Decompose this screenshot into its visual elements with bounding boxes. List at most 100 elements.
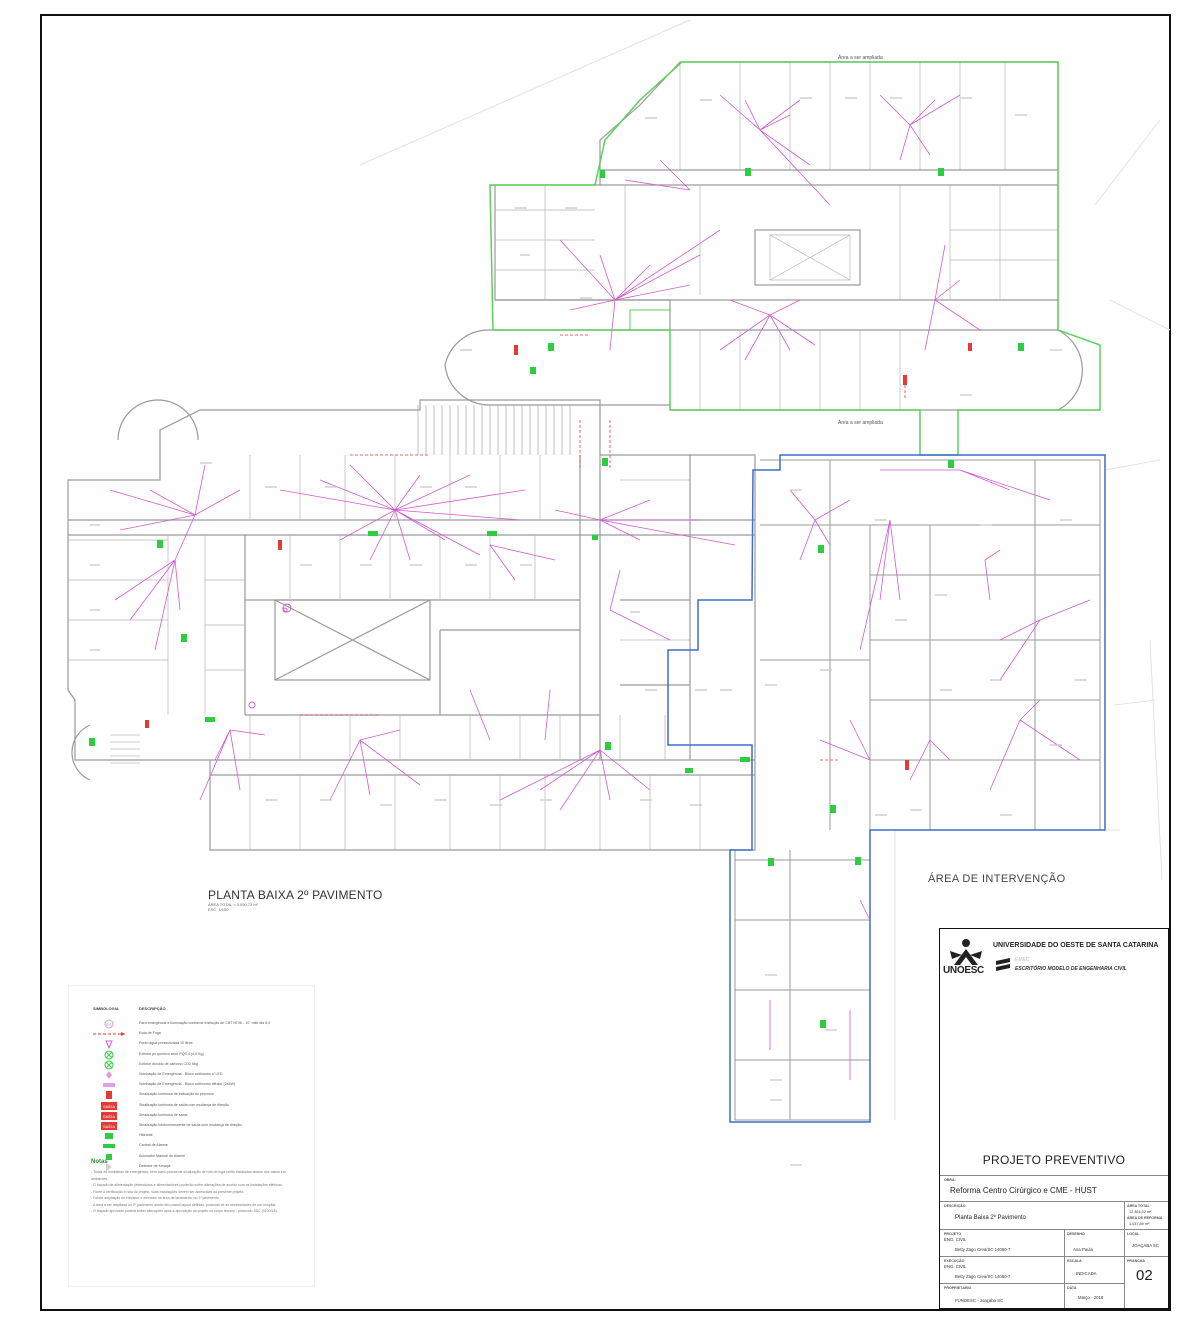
legend-item: Extintor dióxido de carbono CO2 6kg (89, 1060, 269, 1070)
room-labels (90, 97, 1087, 1166)
room-partitions (68, 455, 701, 850)
note-line: - A área a ser ampliada no 2º pavimento … (91, 1202, 277, 1207)
descricao-label: DESCRIÇÃO (944, 1204, 966, 1208)
expansion-area-outline (489, 61, 1101, 456)
proprietario-label: PROPRIETÁRIO (944, 1286, 972, 1290)
office-name: ESCRITÓRIO MODELO DE ENGENHARIA CIVIL (1015, 966, 1127, 972)
legend-item-description: Detector de fumaça (139, 1163, 171, 1168)
prancha-label: PRANCHA (1127, 1259, 1145, 1263)
legend-item-description: Extintor dióxido de carbono CO2 6kg (139, 1061, 198, 1066)
legend-item-description: Sinalização luminosa de saída com mudanç… (139, 1102, 229, 1107)
legend-item-description: Ponto água pressurizada 10 litros (139, 1041, 193, 1046)
legend-header-description: DESCRIPÇÃO (139, 1006, 166, 1011)
local-value: JOAÇABA SC (1132, 1243, 1159, 1248)
unoesc-wordmark: UNOESC (943, 965, 984, 976)
execucao-role: ENG. CIVIL (944, 1264, 967, 1269)
legend-panel: SIMBOLOGIA DESCRIPÇÃO ES Para emergência … (68, 985, 315, 1287)
legend-item: SAÍDA Sinalização luminosa de saída com m… (89, 1101, 269, 1111)
legend-item: SAÍDA Sinalização fotoluminescente de saí… (89, 1121, 269, 1131)
legend-item-description: Iluminação de Emergência - Bloco autônom… (139, 1082, 236, 1087)
plan-scale: ESC. 1/150 (208, 907, 229, 912)
emec-mark: EMEC (1015, 957, 1030, 963)
building-walls (67, 399, 756, 851)
legend-item: Hidrante (89, 1131, 269, 1141)
legend-item: Extintor pó químico seco PQS 4 (4,0 Kg) (89, 1050, 269, 1060)
escala-label: ESCALA (1067, 1259, 1082, 1263)
execucao-name: Betty Zago Crea/SC 14060-7 (955, 1274, 1011, 1279)
emergency-light-block-icon (89, 1080, 129, 1090)
notes-text: - Todas as luminárias de emergência, bem… (91, 1169, 291, 1215)
projeto-role: ENG. CIVIL (944, 1237, 967, 1242)
descricao-value: Planta Baixa 2º Pavimento (955, 1215, 1026, 1221)
emec-logo-icon (996, 958, 1010, 971)
legend-item-description: Para emergência e iluminação conforme in… (139, 1021, 271, 1025)
proprietario-value: FUNOESC - Joaçaba SC (955, 1298, 1004, 1303)
legend-item: Sinalização luminosa de indicação do per… (89, 1090, 269, 1100)
escala-value: INDICADA (1076, 1271, 1097, 1276)
expansion-area-notch (629, 309, 670, 330)
legend-header-symbol: SIMBOLOGIA (93, 1006, 119, 1011)
legend-item-description: Extintor pó químico seco PQS 4 (4,0 Kg) (139, 1051, 204, 1056)
emergency-light-led-icon (89, 1070, 129, 1080)
upper-wing-walls (444, 61, 1083, 411)
expansion-area-label-top: Área a ser ampliada (838, 55, 883, 61)
divider (1064, 1256, 1065, 1283)
legend-item: Central de Alarme (89, 1141, 269, 1151)
alarm-manual-icon (89, 1152, 129, 1162)
area-reforma-label: ÁREA DE REFORMA (1127, 1216, 1163, 1220)
extinguisher-co2-icon (89, 1060, 129, 1070)
note-line: - Futura ampliação do elevador e elevado… (91, 1196, 220, 1200)
exit-sign-saida-icon: SAÍDA (89, 1101, 129, 1111)
note-line: - Fonte a verificação in situ do projeto… (91, 1189, 245, 1194)
legend-item-description: Central de Alarme (139, 1143, 168, 1148)
data-label: DATA (1067, 1286, 1077, 1290)
alarm-green-icon (89, 1131, 129, 1141)
wiring-runs (109, 94, 1091, 1080)
intervention-area-label: ÁREA DE INTERVENÇÃO (928, 873, 1066, 885)
title-block: UNOESC UNIVERSIDADE DO OESTE DE SANTA CA… (939, 928, 1169, 1309)
note-line: - O traçado aprovado poderá sofrer alter… (91, 1209, 278, 1213)
projeto-name: Betty Zago Crea/SC 14060-7 (955, 1247, 1011, 1252)
svg-text:SAÍDA: SAÍDA (103, 1104, 115, 1109)
hydrant-point-icon (89, 1039, 129, 1050)
exit-sign-saida-plain-icon: SAÍDA (89, 1111, 129, 1121)
project-type-title: PROJETO PREVENTIVO (982, 1153, 1126, 1167)
exit-sign-small-icon (89, 1090, 129, 1100)
legend-item-description: Sinalização luminosa de indicação do per… (139, 1092, 214, 1097)
legend-item-description: Iluminação de Emergência - Bloco autônom… (139, 1072, 223, 1076)
legend-item-description: Hidrante (139, 1133, 153, 1138)
projeto-label: PROJETO (944, 1232, 962, 1236)
legend-item: Iluminação de Emergência - Bloco autônom… (89, 1070, 269, 1080)
svg-text:ES: ES (106, 1022, 112, 1027)
data-value: Março - 2018 (1078, 1295, 1104, 1300)
area-reforma-value: 1.037,89 m² (1129, 1222, 1150, 1226)
divider (1124, 1256, 1125, 1308)
legend-item: Rota de Fuga (89, 1029, 269, 1039)
divider (1064, 1229, 1065, 1256)
divider (940, 1201, 1168, 1202)
legend-item-description: Sinalização fotoluminescente de saída co… (139, 1123, 242, 1127)
divider (1064, 1283, 1065, 1308)
fire-hydrant-circles (248, 603, 292, 709)
legend-item: Detector de fumaça (89, 1162, 269, 1172)
exit-sign-saida-photo-icon: SAÍDA (89, 1121, 129, 1131)
desenho-label: DESENHO (1067, 1232, 1085, 1236)
signage-blocks (89, 168, 1024, 1028)
red-dash-marks (300, 334, 906, 761)
intervention-area-outline (667, 454, 1106, 1123)
desenho-value: Ana Paula (1073, 1247, 1093, 1252)
note-line: - O traçado de alimentação (eletrodutos … (91, 1183, 283, 1187)
unoesc-logo-icon (950, 939, 982, 965)
divider (940, 1229, 1168, 1230)
divider (1124, 1201, 1125, 1229)
svg-text:SAÍDA: SAÍDA (103, 1124, 115, 1129)
plan-title: PLANTA BAIXA 2º PAVIMENTO (208, 888, 383, 902)
note-line: - Todas as luminárias de emergência, bem… (91, 1170, 286, 1181)
divider (1124, 1229, 1125, 1256)
local-label: LOCAL (1127, 1232, 1140, 1236)
execucao-label: EXECUÇÃO (944, 1259, 965, 1263)
area-total-value: 12.364,02 m² (1129, 1210, 1152, 1214)
hazard-markers (145, 343, 972, 770)
